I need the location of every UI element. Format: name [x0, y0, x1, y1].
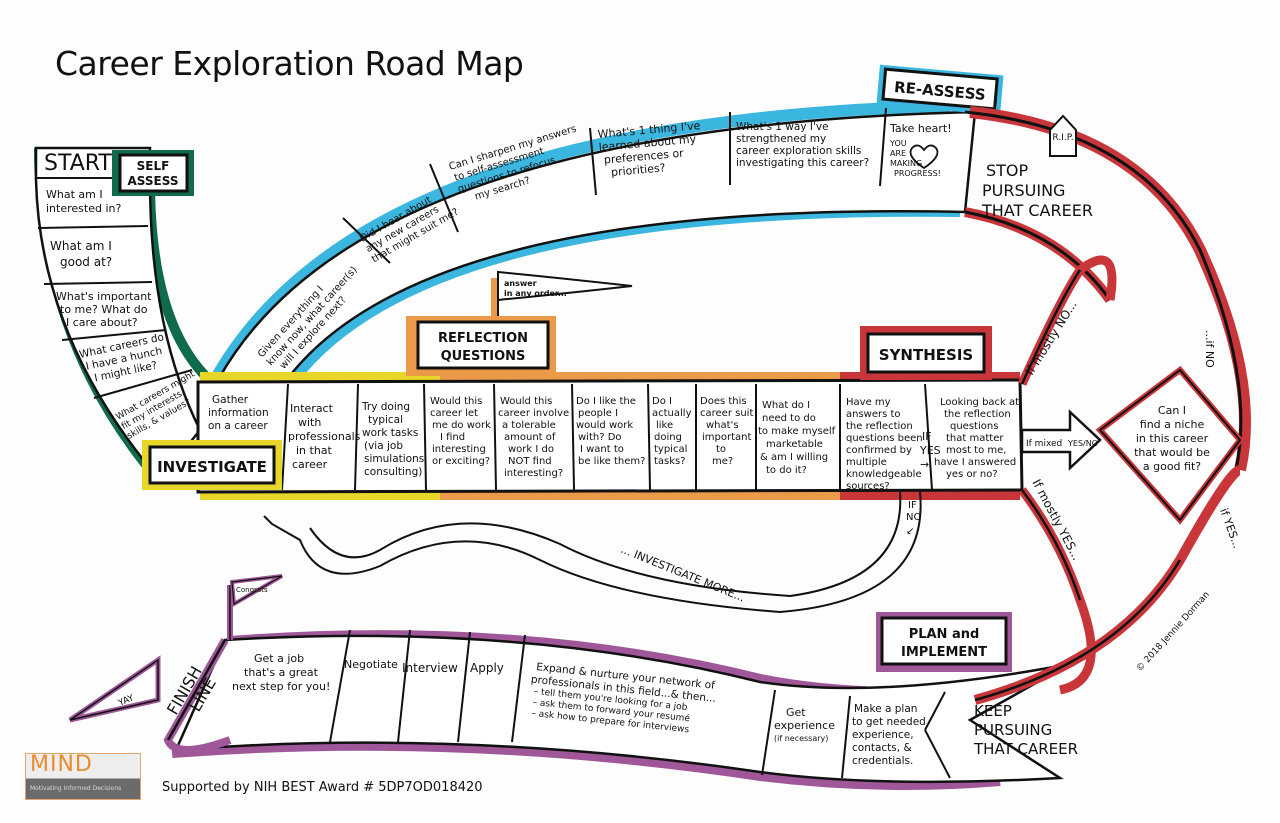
plan-step: Interview	[402, 661, 458, 675]
plan-step: Apply	[470, 661, 504, 675]
sign-synthesis: SYNTHESIS	[860, 326, 992, 380]
svg-text:QUESTIONS: QUESTIONS	[441, 349, 526, 364]
self-assess-step: What careers doI have a hunchI might lik…	[78, 331, 170, 386]
mind-logo: MIND Motivating Informed Decisions	[25, 752, 141, 800]
svg-text:REFLECTION: REFLECTION	[438, 331, 528, 346]
svg-text:SELF: SELF	[137, 159, 170, 173]
svg-text:SYNTHESIS: SYNTHESIS	[879, 346, 973, 364]
svg-text:PLAN and: PLAN and	[909, 627, 980, 642]
sign-investigate: INVESTIGATE	[142, 440, 282, 490]
sign-self-assess: SELF ASSESS	[112, 150, 194, 196]
svg-text:INVESTIGATE: INVESTIGATE	[157, 458, 267, 476]
footer-funding: Supported by NIH BEST Award # 5DP7OD0184…	[162, 780, 483, 795]
niche-no-label: ...if NO	[1203, 330, 1216, 368]
plan-step: Negotiate	[344, 658, 398, 671]
congrats-flag: Congrats	[236, 586, 268, 594]
sign-reassess: RE-ASSESS	[876, 64, 1004, 116]
heart-icon	[909, 144, 939, 170]
logo-tagline: Motivating Informed Decisions	[30, 785, 122, 792]
niche-yes-label: if YES...	[1217, 507, 1243, 551]
svg-text:IMPLEMENT: IMPLEMENT	[901, 645, 987, 660]
yes-no-label: YES/NO	[1067, 439, 1098, 448]
logo-word: MIND	[30, 752, 93, 777]
if-mixed-label: If mixed	[1026, 439, 1062, 449]
tombstone-icon	[1049, 114, 1077, 157]
page-title: Career Exploration Road Map	[55, 44, 524, 83]
start-label: START	[44, 151, 112, 176]
if-mostly-no-label: If mostly NO...	[1023, 298, 1080, 378]
mixed-arrow-icon	[1020, 409, 1102, 471]
svg-text:ASSESS: ASSESS	[128, 174, 179, 188]
sign-plan: PLAN and IMPLEMENT	[876, 612, 1012, 672]
rip-label: R.I.P.	[1052, 133, 1073, 143]
